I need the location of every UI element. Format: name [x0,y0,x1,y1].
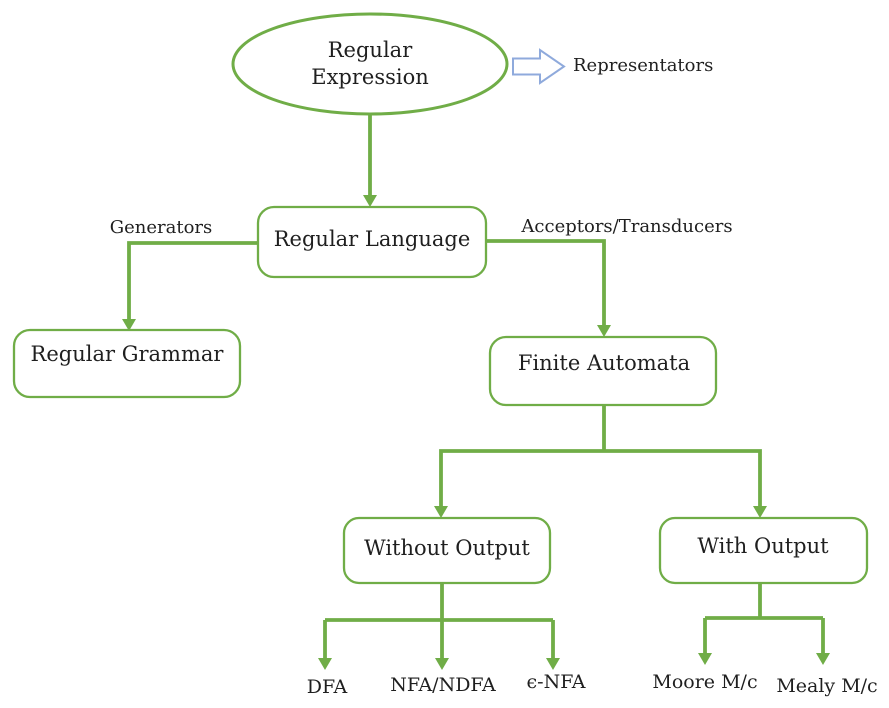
arrowhead-icon [698,653,712,665]
arrowhead-icon [122,319,136,331]
arrowhead-icon [435,658,449,670]
node-finite-automata-label: Finite Automata [518,351,690,375]
node-regular-grammar: Regular Grammar [12,328,242,399]
arrowhead-icon [753,506,767,518]
node-regular-language-label: Regular Language [274,227,471,251]
arrowhead-icon [546,658,560,670]
node-regular-expression-label-line2: Expression [311,65,429,89]
node-regular-grammar-label: Regular Grammar [31,342,225,366]
node-regular-language: Regular Language [256,205,488,279]
leaf-label-nfa-ndfa: NFA/NDFA [390,674,496,696]
connector-language-to-automata [486,239,611,337]
arrowhead-icon [597,325,611,337]
node-finite-automata: Finite Automata [488,335,718,407]
edge-label-generators: Generators [110,217,213,238]
leaf-label-moore: Moore M/c [652,671,757,693]
connector-with-output-split [698,583,830,665]
node-without-output: Without Output [342,516,552,585]
arrowhead-icon [318,658,332,670]
arrowhead-icon [363,195,377,207]
node-with-output: With Output [658,516,869,585]
leaf-label-dfa: DFA [307,676,348,698]
node-with-output-label: With Output [697,534,829,558]
edge-label-representators: Representators [573,55,713,76]
leaf-label-epsilon-nfa: ϵ-NFA [527,671,586,693]
node-regular-expression: Regular Expression [231,12,509,116]
connector-expression-to-language [363,114,377,207]
connector-language-to-grammar [122,241,258,331]
right-block-arrow-icon [512,48,566,85]
node-without-output-label: Without Output [364,536,530,560]
connector-without-output-split [318,583,560,670]
arrowhead-icon [434,506,448,518]
connector-automata-split [434,405,767,518]
leaf-label-mealy: Mealy M/c [776,675,877,697]
node-regular-expression-label-line1: Regular [328,38,413,62]
edge-label-acceptors-transducers: Acceptors/Transducers [520,216,732,237]
arrowhead-icon [816,653,830,665]
